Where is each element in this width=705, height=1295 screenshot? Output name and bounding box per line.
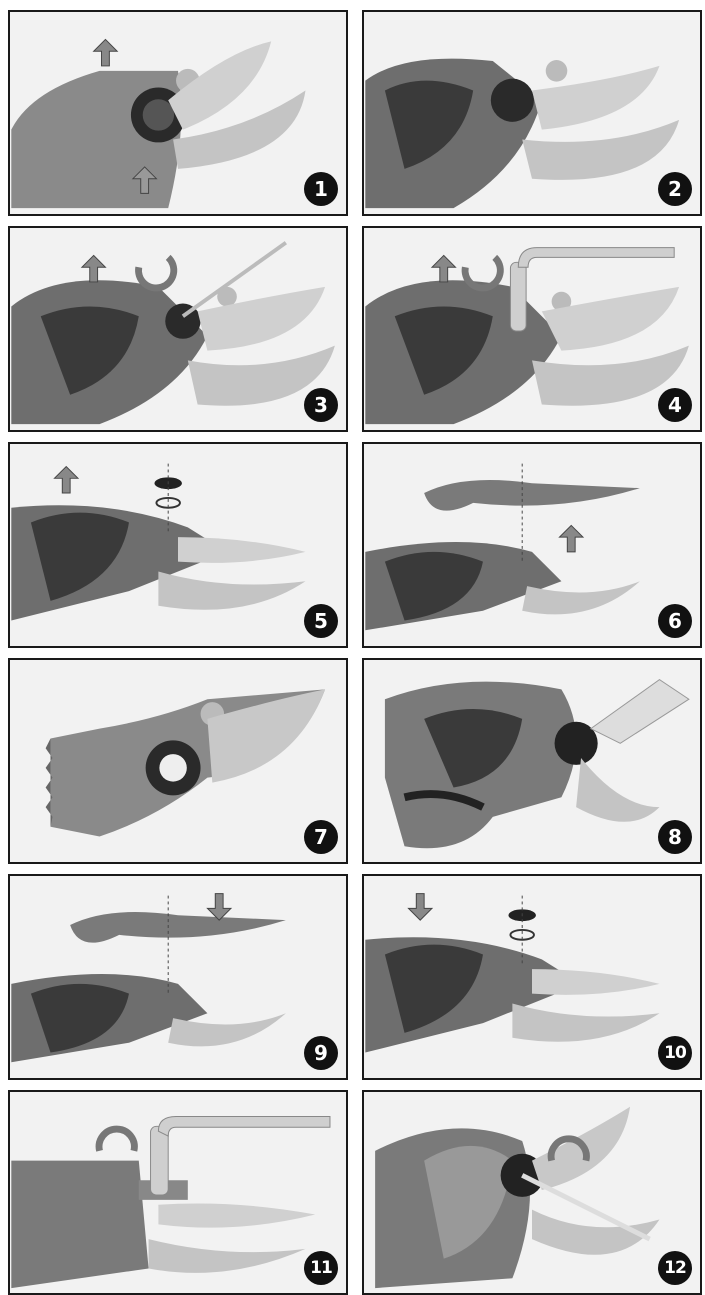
- down-arrow-icon: [408, 894, 432, 920]
- pruner-illustration-9: [10, 876, 346, 1078]
- up-arrow-icon: [54, 467, 78, 493]
- pruner-illustration-4: [364, 228, 700, 430]
- step-panel-12: 12: [362, 1090, 702, 1295]
- pruner-illustration-3: [10, 228, 346, 430]
- step-panel-9: 9: [8, 874, 348, 1080]
- blade-illustration-7: [10, 660, 346, 862]
- step-panel-5: 5: [8, 442, 348, 648]
- pruner-oiling-illustration-8: [364, 660, 700, 862]
- rotate-icon: [139, 257, 174, 288]
- step-panel-10: 10: [362, 874, 702, 1080]
- step-panel-2: 2: [362, 10, 702, 216]
- step-number-badge: 1: [304, 172, 338, 206]
- step-number-badge: 3: [304, 388, 338, 422]
- step-panel-1: 1: [8, 10, 348, 216]
- step-panel-11: 11: [8, 1090, 348, 1295]
- step-number-badge: 9: [304, 1036, 338, 1070]
- pruner-illustration-12: [364, 1092, 700, 1293]
- step-number-badge: 8: [658, 820, 692, 854]
- pruner-illustration-5: [10, 444, 346, 646]
- pruner-illustration-10: [364, 876, 700, 1078]
- up-arrow-icon: [82, 255, 106, 281]
- pruner-illustration-11: [10, 1092, 346, 1293]
- down-arrow-icon: [207, 894, 231, 920]
- up-arrow-icon: [432, 255, 456, 281]
- step-panel-4: 4: [362, 226, 702, 432]
- up-arrow-icon: [94, 39, 118, 65]
- step-panel-6: 6: [362, 442, 702, 648]
- up-arrow-icon: [559, 525, 583, 551]
- step-panel-8: 8: [362, 658, 702, 864]
- step-panel-3: 3: [8, 226, 348, 432]
- step-number-badge: 10: [658, 1036, 692, 1070]
- rotate-icon: [99, 1129, 134, 1151]
- pruner-illustration-1: [10, 12, 346, 214]
- step-number-badge: 5: [304, 604, 338, 638]
- step-number-badge: 11: [304, 1251, 338, 1285]
- step-number-badge: 6: [658, 604, 692, 638]
- step-panel-7: 7: [8, 658, 348, 864]
- step-number-badge: 4: [658, 388, 692, 422]
- pruner-illustration-6: [364, 444, 700, 646]
- step-number-badge: 2: [658, 172, 692, 206]
- pruner-illustration-2: [364, 12, 700, 214]
- step-number-badge: 12: [658, 1251, 692, 1285]
- step-number-badge: 7: [304, 820, 338, 854]
